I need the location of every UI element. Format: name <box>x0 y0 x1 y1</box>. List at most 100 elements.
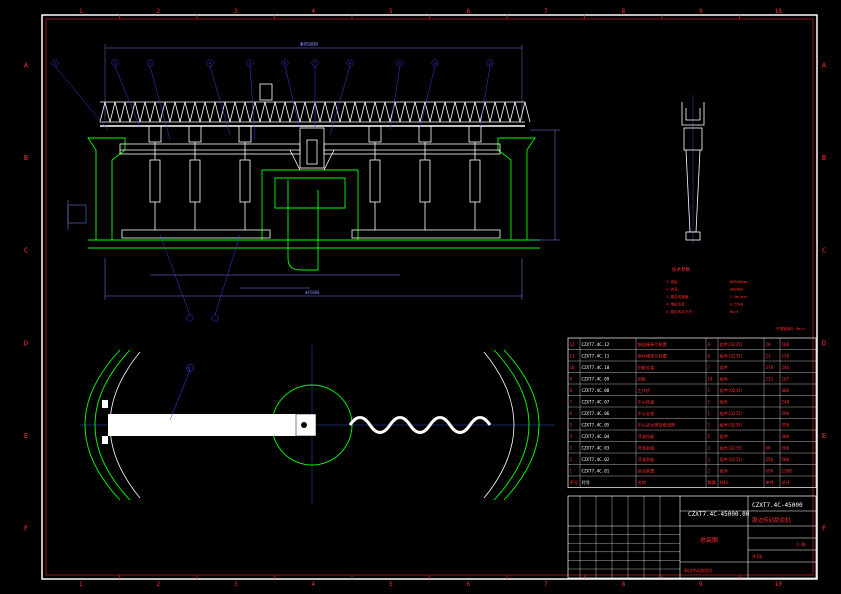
skimmer-wave <box>348 416 492 434</box>
product-name: 周边传动刮泥机 <box>752 516 791 524</box>
note-value: 0.55kW <box>730 303 744 307</box>
grid-column-label: 10 <box>775 581 783 588</box>
balloon-circle <box>111 59 119 67</box>
table-cell: 7 <box>570 399 573 404</box>
table-cell: 中心支座 <box>638 410 655 417</box>
grid-row-label: D <box>822 339 826 347</box>
table-cell: 组件(Q235) <box>720 444 744 451</box>
column-body <box>149 159 161 203</box>
leader-line <box>329 65 351 136</box>
table-cell: CZXT7.4C.01 <box>582 468 610 473</box>
column-head <box>418 125 432 143</box>
grid-column-label: 3 <box>234 8 238 15</box>
table-cell: CZXT7.4C.08 <box>582 388 610 393</box>
table-cell: 刮板 <box>638 375 647 382</box>
table-cell: 2 <box>708 445 711 450</box>
table-cell: 工作桥 <box>638 387 651 394</box>
balloon-circle <box>146 59 154 67</box>
column-head <box>188 125 202 143</box>
table-cell: 中心进水筒及稳流筒 <box>638 421 676 428</box>
title-block: CZXT7.4C-45000.00 CZXT7.4C-45000 周边传动刮泥机… <box>567 495 817 579</box>
grid-column-label: 6 <box>466 8 470 15</box>
table-cell: 380 <box>782 434 790 439</box>
grid-column-label: 10 <box>775 8 783 15</box>
leader-line <box>249 65 256 141</box>
side-section-view <box>681 95 705 245</box>
product-number: CZXT7.4C-45000 <box>752 502 803 509</box>
table-cell: 480 <box>782 388 790 393</box>
grid-column-label: 7 <box>544 8 548 15</box>
table-header-cell: 材料 <box>720 479 729 486</box>
leader-line <box>479 65 491 129</box>
notes-heading: 技术参数 <box>672 266 690 273</box>
table-cell: 246 <box>782 365 790 370</box>
footer-label: 周边传动刮泥机 <box>684 567 712 573</box>
notes-extra: 不锈钢部分 Mach <box>776 326 805 331</box>
table-cell: 2 <box>708 468 711 473</box>
table-cell: CZXT7.4C.05 <box>582 422 610 427</box>
balloon-label: 8 <box>349 62 351 66</box>
overall-dim-label: Φ45000 <box>300 42 318 48</box>
column-head <box>368 125 382 143</box>
table-cell: 组件 <box>720 364 728 371</box>
table-cell: 60 <box>766 445 772 450</box>
balloon-circle <box>396 59 404 67</box>
table-cell: CZXT7.4C.06 <box>582 411 610 416</box>
table-cell: 1 <box>570 468 573 473</box>
column-body <box>469 159 481 203</box>
table-cell: 8 <box>570 388 573 393</box>
table-cell: 5 <box>570 422 573 427</box>
grid-row-label: E <box>24 432 28 440</box>
table-cell: 138 <box>782 353 790 358</box>
beam-box <box>119 143 301 155</box>
column-head <box>148 125 162 143</box>
balloon-circle <box>211 314 219 322</box>
table-cell: CZXT7.4C.04 <box>582 434 610 439</box>
balloon-circle <box>346 59 354 67</box>
balloon-label: 7 <box>314 62 316 66</box>
grid-row-label: A <box>24 61 29 69</box>
plan-bridge <box>108 414 316 436</box>
table-cell: 1 <box>708 434 711 439</box>
table-cell: 1 <box>708 422 711 427</box>
grid-row-label: F <box>822 525 826 533</box>
grid-column-label: 9 <box>699 8 703 15</box>
leader-line <box>159 234 191 316</box>
table-cell: 9 <box>570 376 573 381</box>
table-frame <box>567 337 817 488</box>
balloon-circle <box>281 59 289 67</box>
table-cell: 组件(Q235) <box>720 341 744 348</box>
balloon-label: 9 <box>399 62 401 66</box>
table-cell: 167 <box>782 376 790 381</box>
table-cell: 中心转盘 <box>638 398 655 405</box>
table-cell: CZXT7.4C.11 <box>582 353 610 358</box>
leader-line <box>54 65 109 131</box>
table-cell: 7 <box>708 365 711 370</box>
drawing-name: 总装图 <box>700 536 718 544</box>
table-cell: 1 <box>708 399 711 404</box>
balloon-label: 1 <box>54 62 56 66</box>
table-cell: 组件 <box>720 467 728 474</box>
table-cell: 1 <box>708 411 711 416</box>
leader-line <box>209 65 231 136</box>
note-value: 4000mm <box>730 288 743 292</box>
table-header-cell: 单件 <box>766 479 774 486</box>
balloon-label: 2 <box>114 62 116 66</box>
note-line: 1.池径: <box>666 279 680 284</box>
table-cell: 2 <box>708 457 711 462</box>
table-cell: CZXT7.4C.02 <box>582 457 610 462</box>
leader-line <box>114 65 141 129</box>
bridge-truss <box>99 101 531 127</box>
grid-column-label: 6 <box>466 581 470 588</box>
table-cell: 6 <box>708 342 711 347</box>
grid-column-label: 9 <box>699 581 703 588</box>
table-cell: 240 <box>782 399 790 404</box>
table-cell: CZXT7.4C.09 <box>582 376 610 381</box>
balloon-label: 11 <box>488 62 492 66</box>
grid-column-label: 8 <box>621 8 625 15</box>
table-cell: 驱动装置 <box>638 467 655 474</box>
